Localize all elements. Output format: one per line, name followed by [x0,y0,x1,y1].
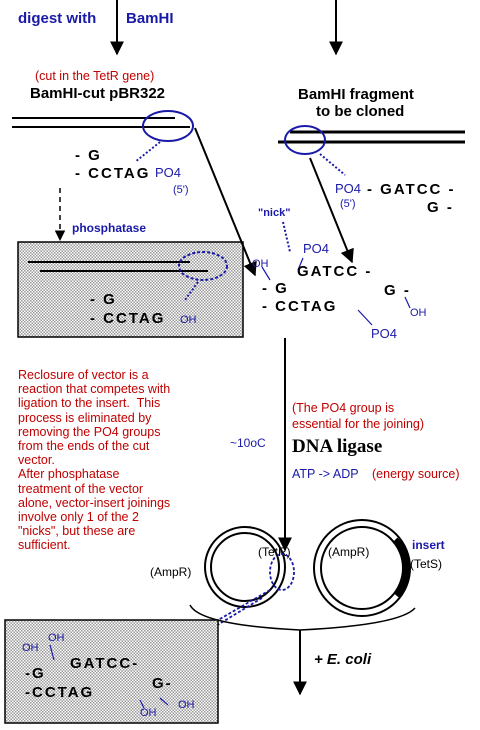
phosphatase-dna-lines [28,251,228,301]
po4-note-line1: (The PO4 group is [292,401,395,415]
fragment-dna-lines [278,125,465,176]
phosphatase-end-top: - G [90,291,117,308]
fragment-phosphate: PO4 [335,181,362,196]
transform-label: + E. coli [314,651,372,668]
insert-label: insert [412,538,445,552]
energy-red: (energy source) [372,467,460,481]
phosphatase-box [17,241,244,338]
phosphatase-hydroxyl: OH [180,314,197,326]
vector-prime: (5') [173,184,189,196]
phosphatase-label: phosphatase [72,221,147,235]
nick-pointer [282,221,291,253]
digest-step-label: digest with [18,10,97,27]
final-oh-2: OH [48,632,65,644]
vector-end-top: - G [75,147,102,164]
joined-oh-left: OH [252,258,269,270]
joined-po4-top: PO4 [303,241,330,256]
fragment-end-top: - GATCC - [367,181,456,198]
joined-right-top: GATCC - [297,263,373,280]
recombinant-plasmid-circle [313,519,411,617]
final-right-top: GATCC- [70,655,140,672]
joined-po4-bottom: PO4 [371,326,398,341]
vector-to-ligation-arrow [194,127,257,277]
joined-oh-right: OH [410,307,427,319]
vector-cut-note: (cut in the TetR gene) [35,69,155,83]
amp-right-label: (AmpR) [328,545,370,559]
energy-blue: ATP -> ADP [292,467,359,481]
plasmid-bracket [189,604,416,631]
final-oh-1: OH [22,642,39,654]
temperature-label: ~10oC [230,436,266,450]
joined-left-top: - G [262,280,289,297]
fragment-to-ligation-arrow [309,157,354,264]
fragment-title-line1: BamHI fragment [298,86,414,103]
amp-left-label: (AmpR) [150,565,192,579]
joined-left-bottom: - CCTAG [262,298,338,315]
vector-end-bottom: - CCTAG [75,165,151,182]
enzyme-label: BamHI [126,10,174,27]
fragment-title-line2: to be cloned [316,103,405,120]
final-product-box [4,619,219,724]
reclosure-note: Reclosure of vector is a reaction that c… [18,368,171,553]
fragment-end-bottom: G - [427,199,454,216]
phosphatase-end-bottom: - CCTAG [90,310,166,327]
final-left-bottom: -CCTAG [25,684,95,701]
final-right-g: G- [152,675,173,692]
final-oh-4: OH [140,707,157,719]
po4-note-line2: essential for the joining) [292,417,425,431]
vector-phosphate: PO4 [155,165,182,180]
final-oh-3: OH [178,699,195,711]
joined-right-g: G - [384,282,411,299]
ligase-label: DNA ligase [292,436,383,457]
vector-dna-lines [12,110,194,163]
vector-title: BamHI-cut pBR322 [30,85,166,102]
nick-label: "nick" [258,207,291,219]
fragment-prime: (5') [340,198,356,210]
tet-left-label: (TetR) [258,545,291,559]
final-left-top: -G [25,665,46,682]
tet-right-label: (TetS) [410,557,443,571]
